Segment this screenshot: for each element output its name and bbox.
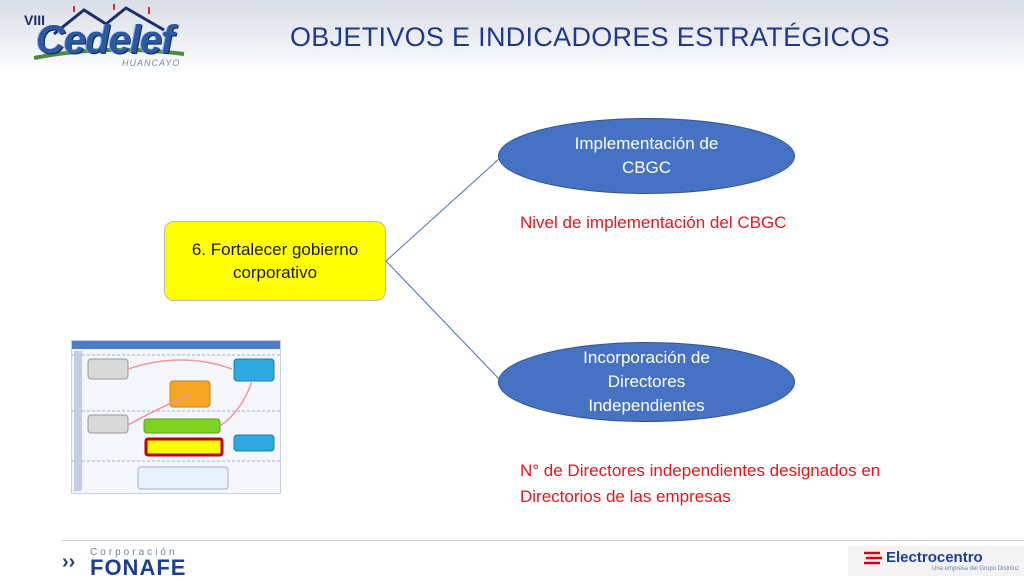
thumbnail-header xyxy=(72,341,280,349)
initiative-label-2: Incorporación de Directores Independient… xyxy=(583,348,710,415)
strategy-map-thumbnail xyxy=(71,340,281,494)
fonafe-name-text: FONAFE xyxy=(90,555,187,580)
logo-city: HUANCAYO xyxy=(122,58,181,68)
connector-line-2 xyxy=(385,260,501,381)
header-band xyxy=(0,0,1024,74)
initiative-ellipse-2: Incorporación de Directores Independient… xyxy=(498,342,795,422)
logo-name: Cedelef xyxy=(36,18,174,62)
electrocentro-mark-icon xyxy=(864,551,882,565)
footer-divider xyxy=(62,540,1024,541)
electrocentro-name: Electrocentro xyxy=(886,549,983,566)
objective-label: 6. Fortalecer gobierno corporativo xyxy=(191,240,359,282)
mountain-icon xyxy=(33,4,185,60)
indicator-text-1: Nivel de implementación del CBGC xyxy=(520,213,787,232)
fonafe-logo: ›› Corporación FONAFE xyxy=(62,545,202,580)
initiative-ellipse-1: Implementación de CBGC xyxy=(498,118,795,194)
thumbnail-image xyxy=(72,351,280,491)
objective-box: 6. Fortalecer gobierno corporativo xyxy=(164,221,386,301)
initiative-label-1: Implementación de CBGC xyxy=(574,134,719,177)
connector-line-1 xyxy=(385,157,501,262)
indicator-text-2: N° de Directores independientes designad… xyxy=(520,461,881,506)
page-title: OBJETIVOS E INDICADORES ESTRATÉGICOS xyxy=(290,22,890,52)
cedelef-logo: VIII Cedelef HUANCAYO xyxy=(14,4,194,72)
electrocentro-logo: Electrocentro Una empresa del Grupo Dist… xyxy=(848,546,1024,576)
logo-prefix: VIII xyxy=(24,12,46,28)
fonafe-corp-text: Corporación xyxy=(90,547,178,558)
fonafe-chevron-icon: ›› xyxy=(62,551,76,573)
electrocentro-tagline: Una empresa del Grupo Distriluz xyxy=(932,566,1020,572)
